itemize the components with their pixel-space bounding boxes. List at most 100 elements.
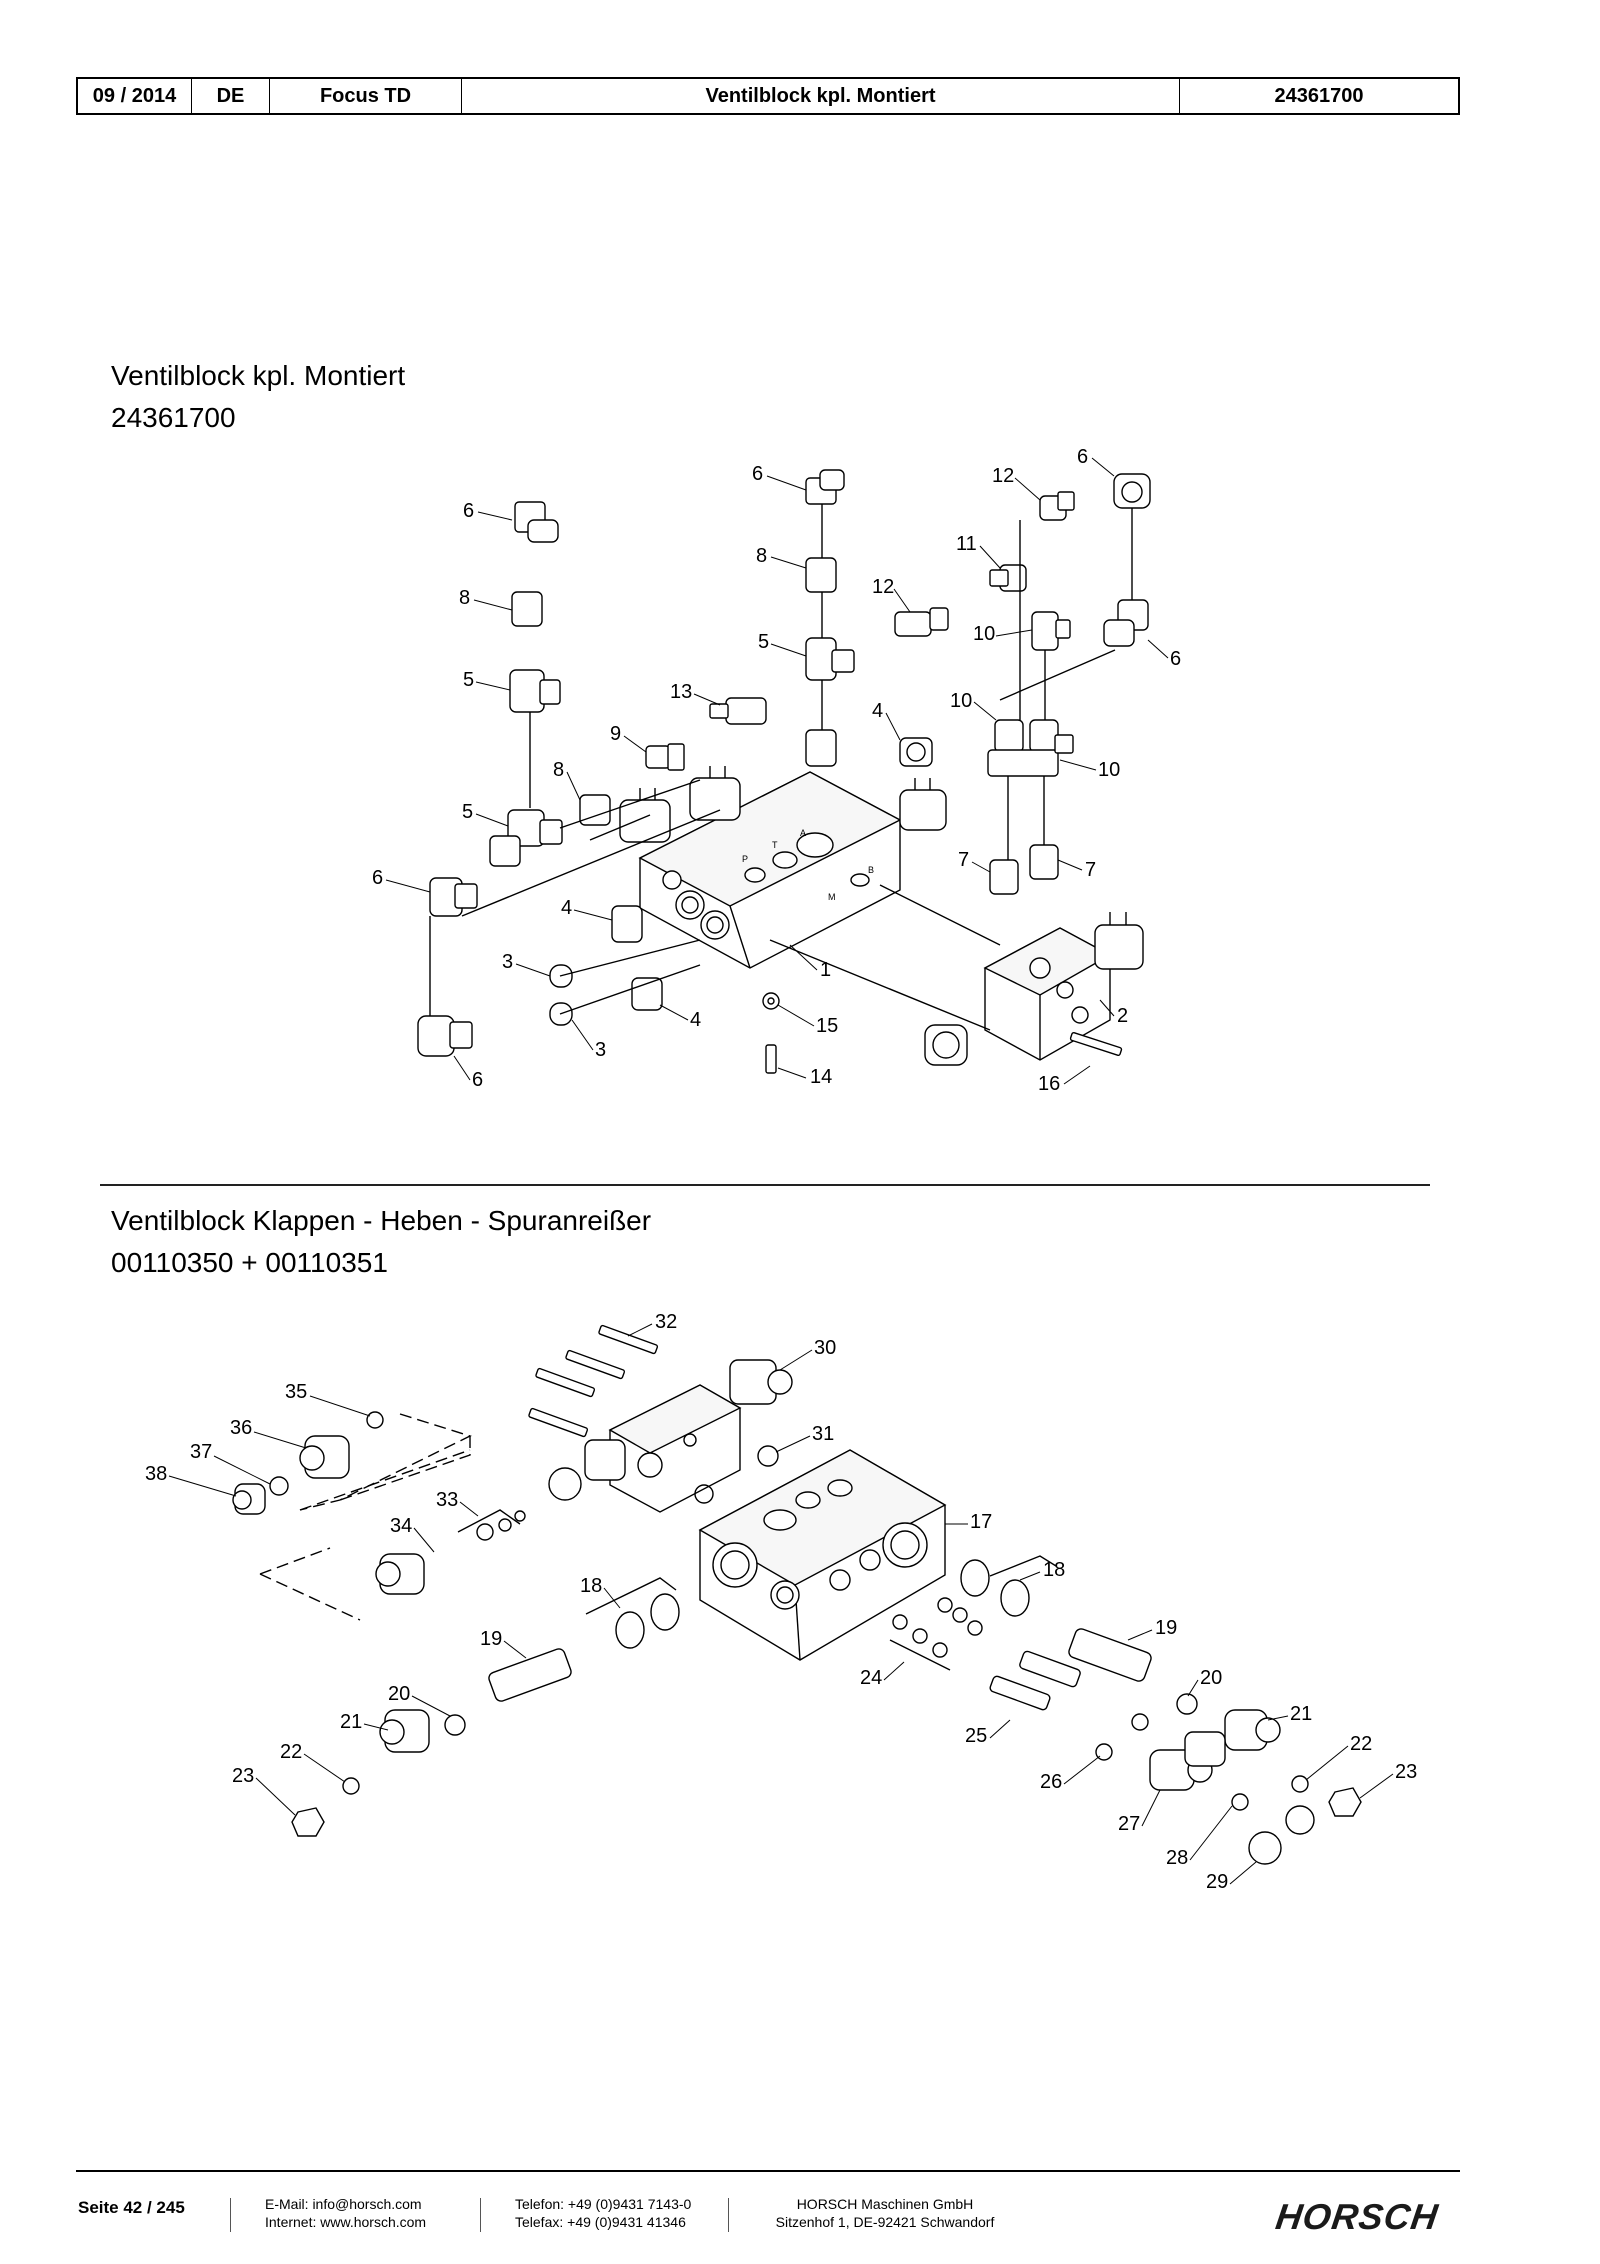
label-30: 30 bbox=[814, 1337, 836, 1359]
bolts-32 bbox=[528, 1324, 659, 1438]
section1-number: 24361700 bbox=[111, 402, 236, 433]
label-6: 6 bbox=[372, 867, 383, 889]
label-11: 11 bbox=[956, 533, 977, 555]
label-33: 33 bbox=[436, 1489, 458, 1511]
o-rings bbox=[269, 1411, 1309, 1811]
label-14: 14 bbox=[810, 1066, 832, 1088]
section1-title: Ventilblock kpl. Montiert bbox=[111, 360, 406, 391]
label-20: 20 bbox=[1200, 1667, 1222, 1689]
label-10: 10 bbox=[1098, 759, 1120, 781]
diagram1-labels: 6 6 12 6 8 8 11 12 10 6 5 5 13 9 4 10 8 … bbox=[372, 446, 1181, 1095]
label-21: 21 bbox=[340, 1711, 362, 1733]
footer-company-block: HORSCH Maschinen GmbH Sitzenhof 1, DE-92… bbox=[760, 2195, 1010, 2231]
footer-web: E-Mail: info@horsch.com Internet: www.ho… bbox=[265, 2195, 426, 2231]
main-block-17 bbox=[698, 1449, 947, 1661]
label-13: 13 bbox=[670, 681, 692, 703]
footer-company: HORSCH Maschinen GmbH bbox=[796, 2196, 974, 2212]
section2-number: 00110350 + 00110351 bbox=[111, 1247, 388, 1278]
label-5: 5 bbox=[462, 801, 473, 823]
label-23: 23 bbox=[232, 1765, 254, 1787]
diagram-valve-block-assembled: 6 6 12 6 8 8 11 12 10 6 5 5 13 9 4 10 8 … bbox=[372, 446, 1181, 1095]
header-table: 09 / 2014 DE Focus TD Ventilblock kpl. M… bbox=[76, 77, 1460, 115]
header-model: Focus TD bbox=[270, 79, 462, 113]
label-24: 24 bbox=[860, 1667, 882, 1689]
label-19: 19 bbox=[1155, 1617, 1177, 1639]
label-3: 3 bbox=[595, 1039, 606, 1061]
secondary-valve-block bbox=[924, 912, 1144, 1066]
port-mark: A bbox=[800, 828, 806, 838]
footer-page-number: Seite 42 / 245 bbox=[78, 2198, 185, 2217]
label-6: 6 bbox=[1077, 446, 1088, 468]
label-19: 19 bbox=[480, 1628, 502, 1650]
section2-title: Ventilblock Klappen - Heben - Spuranreiß… bbox=[111, 1205, 652, 1236]
header-date: 09 / 2014 bbox=[78, 79, 192, 113]
label-28: 28 bbox=[1166, 1847, 1188, 1869]
footer-phone: Telefon: +49 (0)9431 7143-0 bbox=[515, 2196, 692, 2212]
label-4: 4 bbox=[872, 700, 883, 722]
diagram-valve-block-lift: 32 30 35 36 31 37 38 33 17 34 18 18 19 1… bbox=[145, 1311, 1417, 1893]
main-valve-block bbox=[619, 766, 947, 969]
label-6: 6 bbox=[1170, 648, 1181, 670]
label-29: 29 bbox=[1206, 1871, 1228, 1893]
label-6: 6 bbox=[463, 500, 474, 522]
port-mark: M bbox=[828, 892, 836, 902]
label-4: 4 bbox=[561, 897, 572, 919]
label-26: 26 bbox=[1040, 1771, 1062, 1793]
header-language: DE bbox=[192, 79, 270, 113]
port-mark: T bbox=[772, 840, 778, 850]
label-8: 8 bbox=[756, 545, 767, 567]
label-37: 37 bbox=[190, 1441, 212, 1463]
brackets bbox=[457, 1509, 1057, 1671]
label-31: 31 bbox=[812, 1423, 834, 1445]
label-5: 5 bbox=[463, 669, 474, 691]
footer-phone-block: Telefon: +49 (0)9431 7143-0 Telefax: +49… bbox=[515, 2195, 691, 2231]
section-separator bbox=[100, 1184, 1430, 1186]
assembly-lines bbox=[429, 504, 1133, 1031]
label-35: 35 bbox=[285, 1381, 307, 1403]
label-3: 3 bbox=[502, 951, 513, 973]
dashed-guides bbox=[259, 1413, 472, 1621]
label-7: 7 bbox=[958, 849, 969, 871]
label-16: 16 bbox=[1038, 1073, 1060, 1095]
footer-divider bbox=[728, 2198, 729, 2232]
label-2: 2 bbox=[1117, 1005, 1128, 1027]
label-18: 18 bbox=[580, 1575, 602, 1597]
coils-and-parts bbox=[232, 1435, 1362, 1865]
footer-internet: Internet: www.horsch.com bbox=[265, 2214, 427, 2230]
label-23: 23 bbox=[1395, 1761, 1417, 1783]
label-10: 10 bbox=[973, 623, 995, 645]
label-36: 36 bbox=[230, 1417, 252, 1439]
label-21: 21 bbox=[1290, 1703, 1312, 1725]
header-title: Ventilblock kpl. Montiert bbox=[462, 79, 1180, 113]
label-32: 32 bbox=[655, 1311, 677, 1333]
section1-heading: Ventilblock kpl. Montiert 24361700 bbox=[111, 355, 405, 439]
label-27: 27 bbox=[1118, 1813, 1140, 1835]
label-34: 34 bbox=[390, 1515, 412, 1537]
label-12: 12 bbox=[992, 465, 1014, 487]
upper-block-30 bbox=[548, 1359, 793, 1513]
label-8: 8 bbox=[553, 759, 564, 781]
label-6: 6 bbox=[472, 1069, 483, 1091]
label-22: 22 bbox=[1350, 1733, 1372, 1755]
label-22: 22 bbox=[280, 1741, 302, 1763]
label-5: 5 bbox=[758, 631, 769, 653]
footer-rule bbox=[76, 2170, 1460, 2172]
label-38: 38 bbox=[145, 1463, 167, 1485]
section2-heading: Ventilblock Klappen - Heben - Spuranreiß… bbox=[111, 1200, 651, 1284]
footer-divider bbox=[480, 2198, 481, 2232]
label-1: 1 bbox=[820, 959, 831, 981]
footer-divider bbox=[230, 2198, 231, 2232]
port-mark: B bbox=[868, 865, 874, 875]
label-7: 7 bbox=[1085, 859, 1096, 881]
label-17: 17 bbox=[970, 1511, 992, 1533]
label-6: 6 bbox=[752, 463, 763, 485]
header-part-number: 24361700 bbox=[1274, 84, 1364, 107]
label-18: 18 bbox=[1043, 1559, 1065, 1581]
label-8: 8 bbox=[459, 587, 470, 609]
horsch-logo: HORSCH bbox=[1273, 2196, 1441, 2237]
label-4: 4 bbox=[690, 1009, 701, 1031]
label-15: 15 bbox=[816, 1015, 838, 1037]
label-25: 25 bbox=[965, 1725, 987, 1747]
label-12: 12 bbox=[872, 576, 894, 598]
footer-email: E-Mail: info@horsch.com bbox=[265, 2196, 422, 2212]
